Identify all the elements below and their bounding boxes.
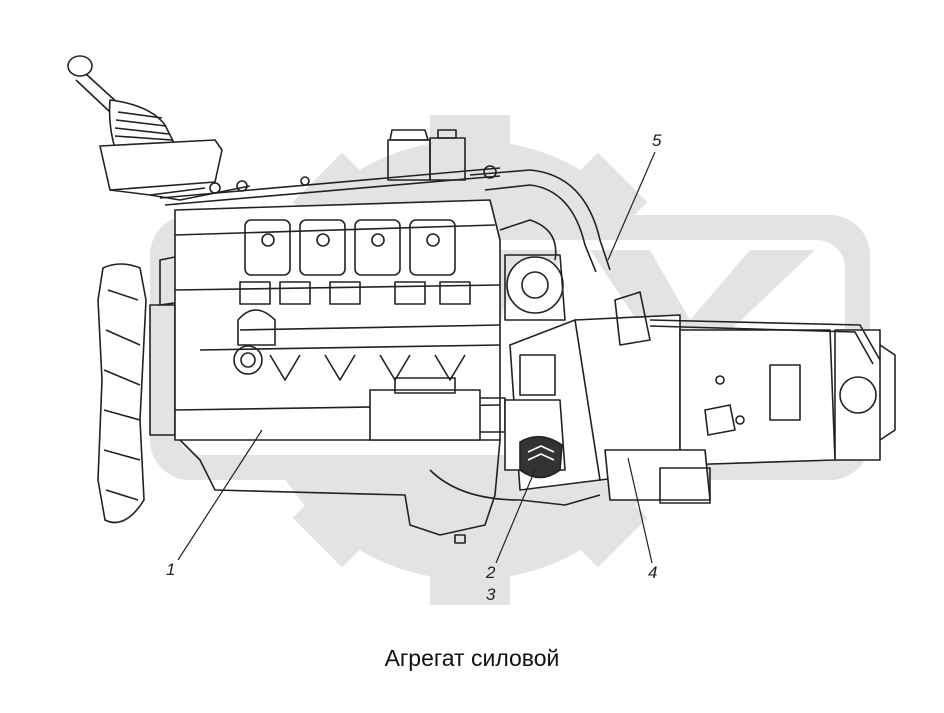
cylinder-block: [174, 199, 501, 441]
callout-1: 1: [166, 560, 176, 579]
fan: [97, 263, 147, 524]
engine-assembly: [67, 55, 896, 544]
expansion-tank: [387, 129, 466, 181]
callout-4: 4: [648, 563, 658, 582]
gearbox: [574, 291, 896, 504]
figure-caption: Агрегат силовой: [384, 645, 560, 671]
callout-2: 2: [486, 563, 496, 582]
oil-pan: [179, 439, 501, 536]
starter: [369, 377, 506, 441]
leader-lines: [177, 151, 656, 564]
gear-lever: [67, 55, 251, 201]
callout-5: 5: [652, 131, 662, 150]
clutch-housing: [504, 319, 601, 491]
turbocharger: [504, 254, 566, 321]
callout-3: 3: [486, 585, 496, 604]
exhaust-pipe: [469, 169, 611, 271]
